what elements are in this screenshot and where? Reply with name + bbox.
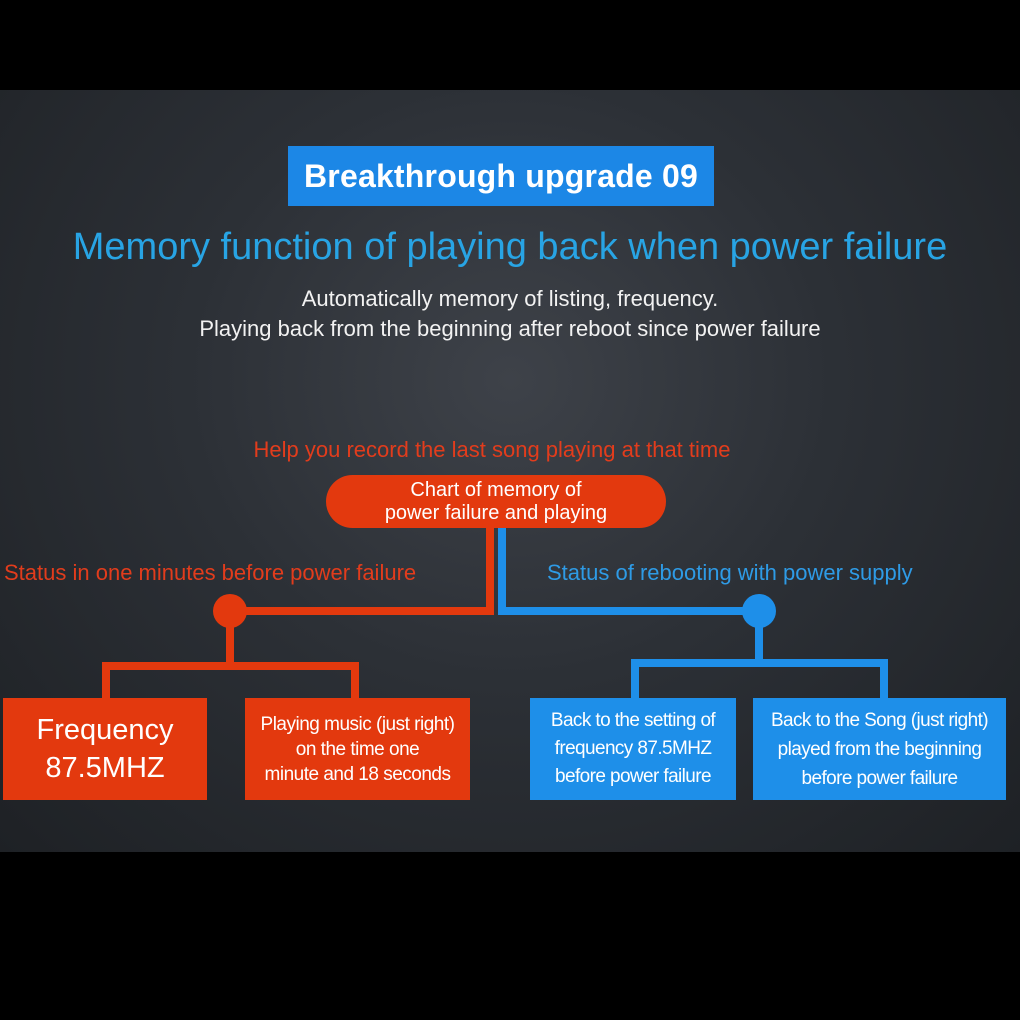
subtitle-line-1: Automatically memory of listing, frequen… (301, 286, 719, 311)
playing-music-line-1: Playing music (just right) (260, 713, 455, 735)
right-branch-label: Status of rebooting with power supply (547, 560, 913, 585)
frequency-box: Frequency 87.5MHZ (3, 698, 207, 800)
red-connector-trunk (230, 527, 494, 615)
top-note: Help you record the last song playing at… (253, 437, 731, 462)
playing-music-line-2: on the time one (295, 738, 420, 760)
playing-music-box: Playing music (just right) on the time o… (245, 698, 470, 800)
back-to-song-line-2: played from the beginning (777, 738, 982, 760)
back-to-song-box: Back to the Song (just right) played fro… (753, 698, 1006, 800)
playing-music-line-3: minute and 18 seconds (264, 763, 451, 785)
headline: Memory function of playing back when pow… (72, 226, 948, 268)
center-line-1: Chart of memory of (410, 478, 582, 501)
back-to-song-line-3: before power failure (801, 767, 959, 789)
frequency-box-line-2: 87.5MHZ (45, 752, 165, 784)
subtitle-line-2: Playing back from the beginning after re… (199, 316, 821, 341)
red-connector-split (102, 611, 359, 698)
back-to-frequency-line-2: frequency 87.5MHZ (554, 738, 712, 759)
left-branch-label: Status in one minutes before power failu… (4, 560, 417, 585)
back-to-song-line-1: Back to the Song (just right) (770, 709, 989, 731)
center-line-2: power failure and playing (384, 501, 608, 524)
blue-connector-split (631, 611, 888, 698)
frequency-box-line-1: Frequency (36, 714, 174, 746)
blue-connector-trunk (498, 527, 759, 615)
upgrade-badge: Breakthrough upgrade 09 (288, 146, 714, 206)
back-to-frequency-box: Back to the setting of frequency 87.5MHZ… (530, 698, 736, 800)
back-to-frequency-line-3: before power failure (555, 766, 712, 787)
back-to-frequency-line-1: Back to the setting of (550, 710, 716, 731)
center-chart-pill: Chart of memory of power failure and pla… (326, 475, 666, 528)
